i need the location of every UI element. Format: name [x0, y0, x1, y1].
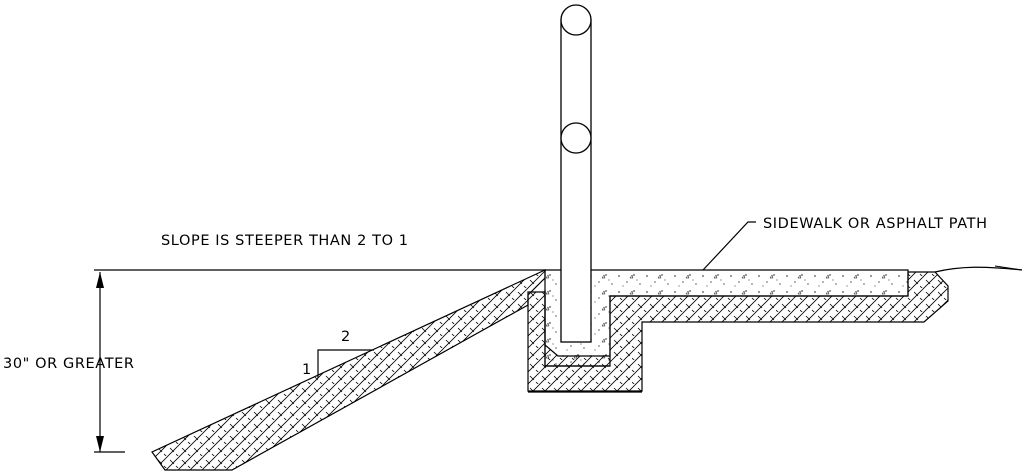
mid-rail-icon [560, 122, 592, 154]
dimension-arrow-top-icon [96, 272, 104, 288]
slope-ratio-indicator [317, 349, 374, 378]
top-rail-icon [560, 4, 592, 36]
sidewalk-leader-line [702, 221, 756, 271]
dimension-arrow-bottom-icon [96, 436, 104, 452]
slope-run-label: 2 [341, 329, 351, 345]
slope-embankment [151, 269, 546, 471]
slope-rise-label: 1 [302, 362, 312, 378]
guardrail-post [560, 19, 592, 343]
height-dimension-label: 30" OR GREATER [3, 356, 135, 372]
sidewalk-callout-label: SIDEWALK OR ASPHALT PATH [763, 216, 988, 232]
slope-note-label: SLOPE IS STEEPER THAN 2 TO 1 [161, 233, 409, 249]
existing-ground-line [934, 266, 1023, 273]
